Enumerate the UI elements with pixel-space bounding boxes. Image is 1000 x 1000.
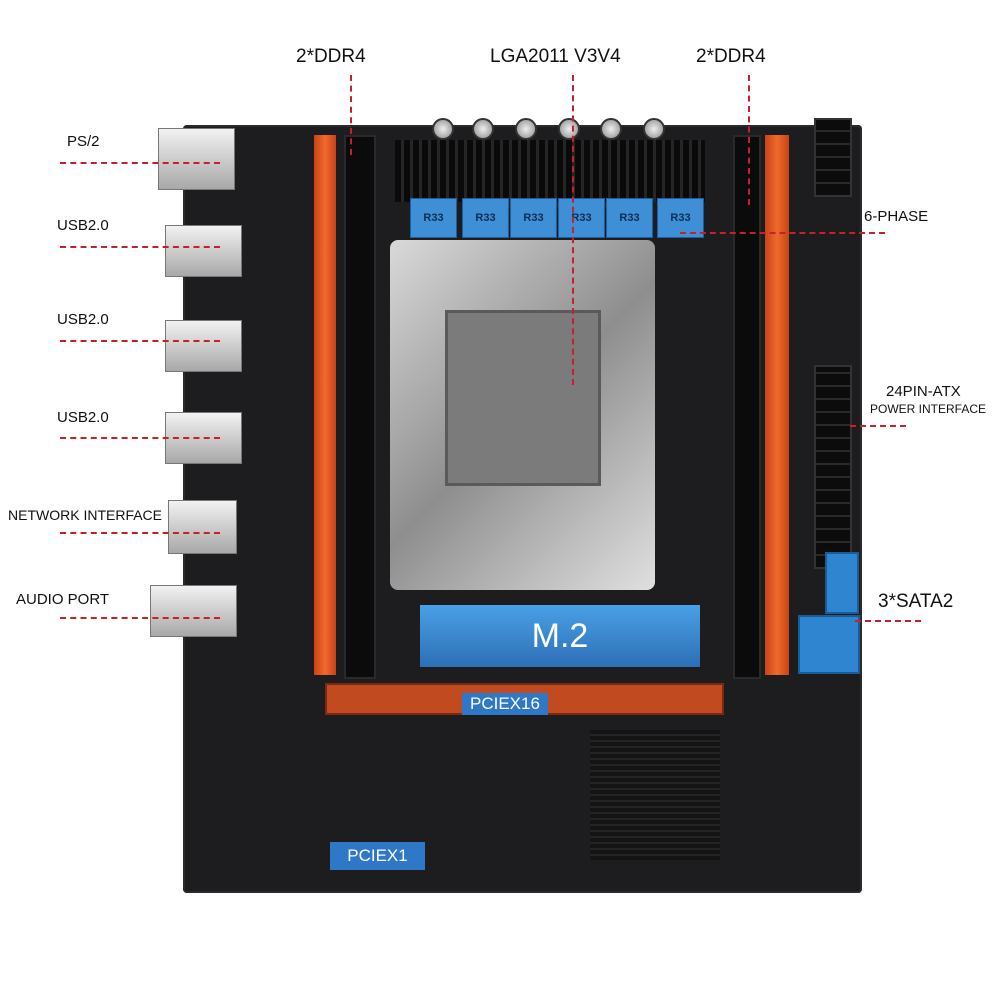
capacitor: [472, 118, 494, 140]
callout-usb-3: USB2.0: [57, 409, 109, 426]
vrm-heatsink: [395, 140, 705, 202]
vrm-choke: R33: [558, 198, 605, 238]
vrm-choke: R33: [462, 198, 509, 238]
callout-line: [748, 75, 750, 205]
callout-line: [60, 340, 220, 342]
capacitor: [643, 118, 665, 140]
callout-cpu-socket: LGA2011 V3V4: [490, 46, 621, 67]
dimm-slot-right-2: [765, 135, 789, 675]
callout-ps2: PS/2: [67, 133, 100, 150]
usb-port-2: [165, 320, 242, 372]
callout-line: [855, 620, 921, 622]
dimm-slot-left-1: [314, 135, 336, 675]
callout-atx-line1: 24PIN-ATX: [886, 383, 961, 400]
m2-slot: M.2: [420, 605, 700, 667]
callout-line: [60, 532, 220, 534]
callout-usb-1: USB2.0: [57, 217, 109, 234]
callout-line: [350, 75, 352, 155]
sata-port-dual: [798, 615, 860, 674]
vrm-choke: R33: [606, 198, 653, 238]
callout-line: [60, 617, 220, 619]
pciex16-label: PCIEX16: [462, 693, 548, 715]
callout-sata: 3*SATA2: [878, 591, 954, 612]
usb-port-1: [165, 225, 242, 277]
callout-line: [60, 162, 220, 164]
callout-ddr4-left: 2*DDR4: [296, 46, 366, 67]
callout-line: [572, 75, 574, 385]
capacitor: [558, 118, 580, 140]
dimm-slot-left-2: [344, 135, 376, 679]
pciex1-label: PCIEX1: [330, 842, 425, 870]
dimm-slot-right-1: [733, 135, 761, 679]
callout-6-phase: 6-PHASE: [864, 208, 929, 225]
callout-line: [850, 425, 906, 427]
cpu-socket: [390, 240, 655, 590]
callout-line: [680, 232, 885, 234]
vrm-choke: R33: [657, 198, 704, 238]
callout-line: [60, 246, 220, 248]
capacitor: [432, 118, 454, 140]
callout-ddr4-right: 2*DDR4: [696, 46, 766, 67]
sata-port: [825, 552, 859, 614]
m2-label: M.2: [531, 616, 589, 655]
audio-port: [150, 585, 237, 637]
vrm-choke: R33: [510, 198, 557, 238]
chipset-heatsink: [590, 730, 720, 860]
callout-atx-line2: POWER INTERFACE: [870, 402, 987, 416]
ps2-port: [158, 128, 235, 190]
callout-usb-2: USB2.0: [57, 311, 109, 328]
capacitor: [600, 118, 622, 140]
callout-line: [60, 437, 220, 439]
socket-lga-area: [445, 310, 601, 486]
network-port: [168, 500, 237, 554]
cpu-8pin-connector: [814, 118, 852, 197]
callout-audio: AUDIO PORT: [16, 591, 110, 608]
capacitor: [515, 118, 537, 140]
callout-network: NETWORK INTERFACE: [8, 507, 163, 523]
atx-24pin-connector: [814, 365, 852, 569]
vrm-choke: R33: [410, 198, 457, 238]
